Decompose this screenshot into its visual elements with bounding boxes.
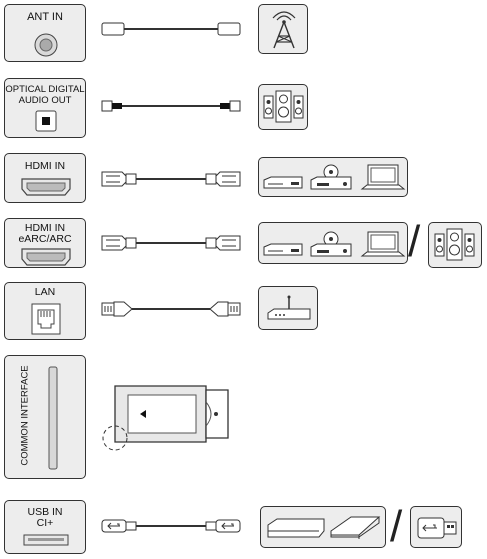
- port-usb-in: USB IN CI+: [4, 500, 86, 554]
- disc-player-icon: [310, 164, 352, 190]
- separator-slash-2: /: [390, 502, 403, 551]
- ethernet-socket-icon: [31, 303, 61, 335]
- port-label-earc: HDMI IN eARC/ARC: [18, 222, 72, 245]
- coax-cable-icon: [101, 22, 241, 36]
- hdmi-socket-icon: [21, 178, 71, 196]
- speaker-system-icon: [263, 90, 304, 123]
- hdmi-earc-cable-icon: [101, 235, 241, 251]
- port-label-hdmi: HDMI IN: [24, 160, 66, 172]
- port-ant-in: ANT IN: [4, 4, 86, 62]
- port-lan: LAN: [4, 282, 86, 340]
- port-label-optical: OPTICAL DIGITAL AUDIO OUT: [5, 84, 85, 106]
- hdmi-cable-icon: [101, 171, 241, 187]
- port-optical-out: OPTICAL DIGITAL AUDIO OUT: [4, 78, 86, 138]
- dvd-player-icon-2: [263, 243, 303, 256]
- usb-cable-icon: [101, 519, 241, 533]
- router-device-box: [258, 286, 318, 330]
- port-label-ant-in: ANT IN: [27, 11, 63, 23]
- external-hdd-icon: [330, 516, 381, 539]
- port-hdmi-in: HDMI IN: [4, 153, 86, 203]
- usb-devices-box: [260, 506, 386, 548]
- usb-stick-icon: [417, 517, 457, 539]
- usb-stick-box: [410, 506, 462, 548]
- optical-socket-icon: [35, 110, 57, 132]
- usb-socket-icon: [23, 534, 69, 546]
- lan-cable-icon: [101, 301, 241, 317]
- port-hdmi-earc: HDMI IN eARC/ARC: [4, 218, 86, 268]
- laptop-icon: [360, 164, 406, 190]
- dvd-player-icon: [263, 176, 303, 189]
- optical-cable-icon: [101, 100, 241, 112]
- set-top-box-icon: [267, 518, 325, 538]
- antenna-device-box: [258, 4, 308, 54]
- hdmi-devices-box: [258, 157, 408, 197]
- coax-socket-icon: [34, 33, 58, 57]
- router-icon: [267, 295, 311, 320]
- separator-slash-1: /: [408, 217, 421, 266]
- hdmi-earc-socket-icon: [21, 248, 71, 266]
- speaker-device-box: [258, 84, 308, 130]
- ci-module-card-icon: [102, 385, 229, 451]
- speaker-system-icon-2: [434, 228, 475, 261]
- port-label-usb: USB IN CI+: [27, 506, 63, 529]
- earc-devices-box: [258, 222, 408, 264]
- antenna-tower-icon: [272, 11, 296, 49]
- port-common-interface: COMMON INTERFACE: [4, 355, 86, 479]
- earc-speaker-box: [428, 222, 482, 268]
- port-label-ci: COMMON INTERFACE: [19, 365, 31, 466]
- disc-player-icon-2: [310, 231, 352, 257]
- laptop-icon-2: [360, 231, 406, 257]
- ci-slot-icon: [48, 366, 58, 470]
- port-label-lan: LAN: [34, 286, 56, 298]
